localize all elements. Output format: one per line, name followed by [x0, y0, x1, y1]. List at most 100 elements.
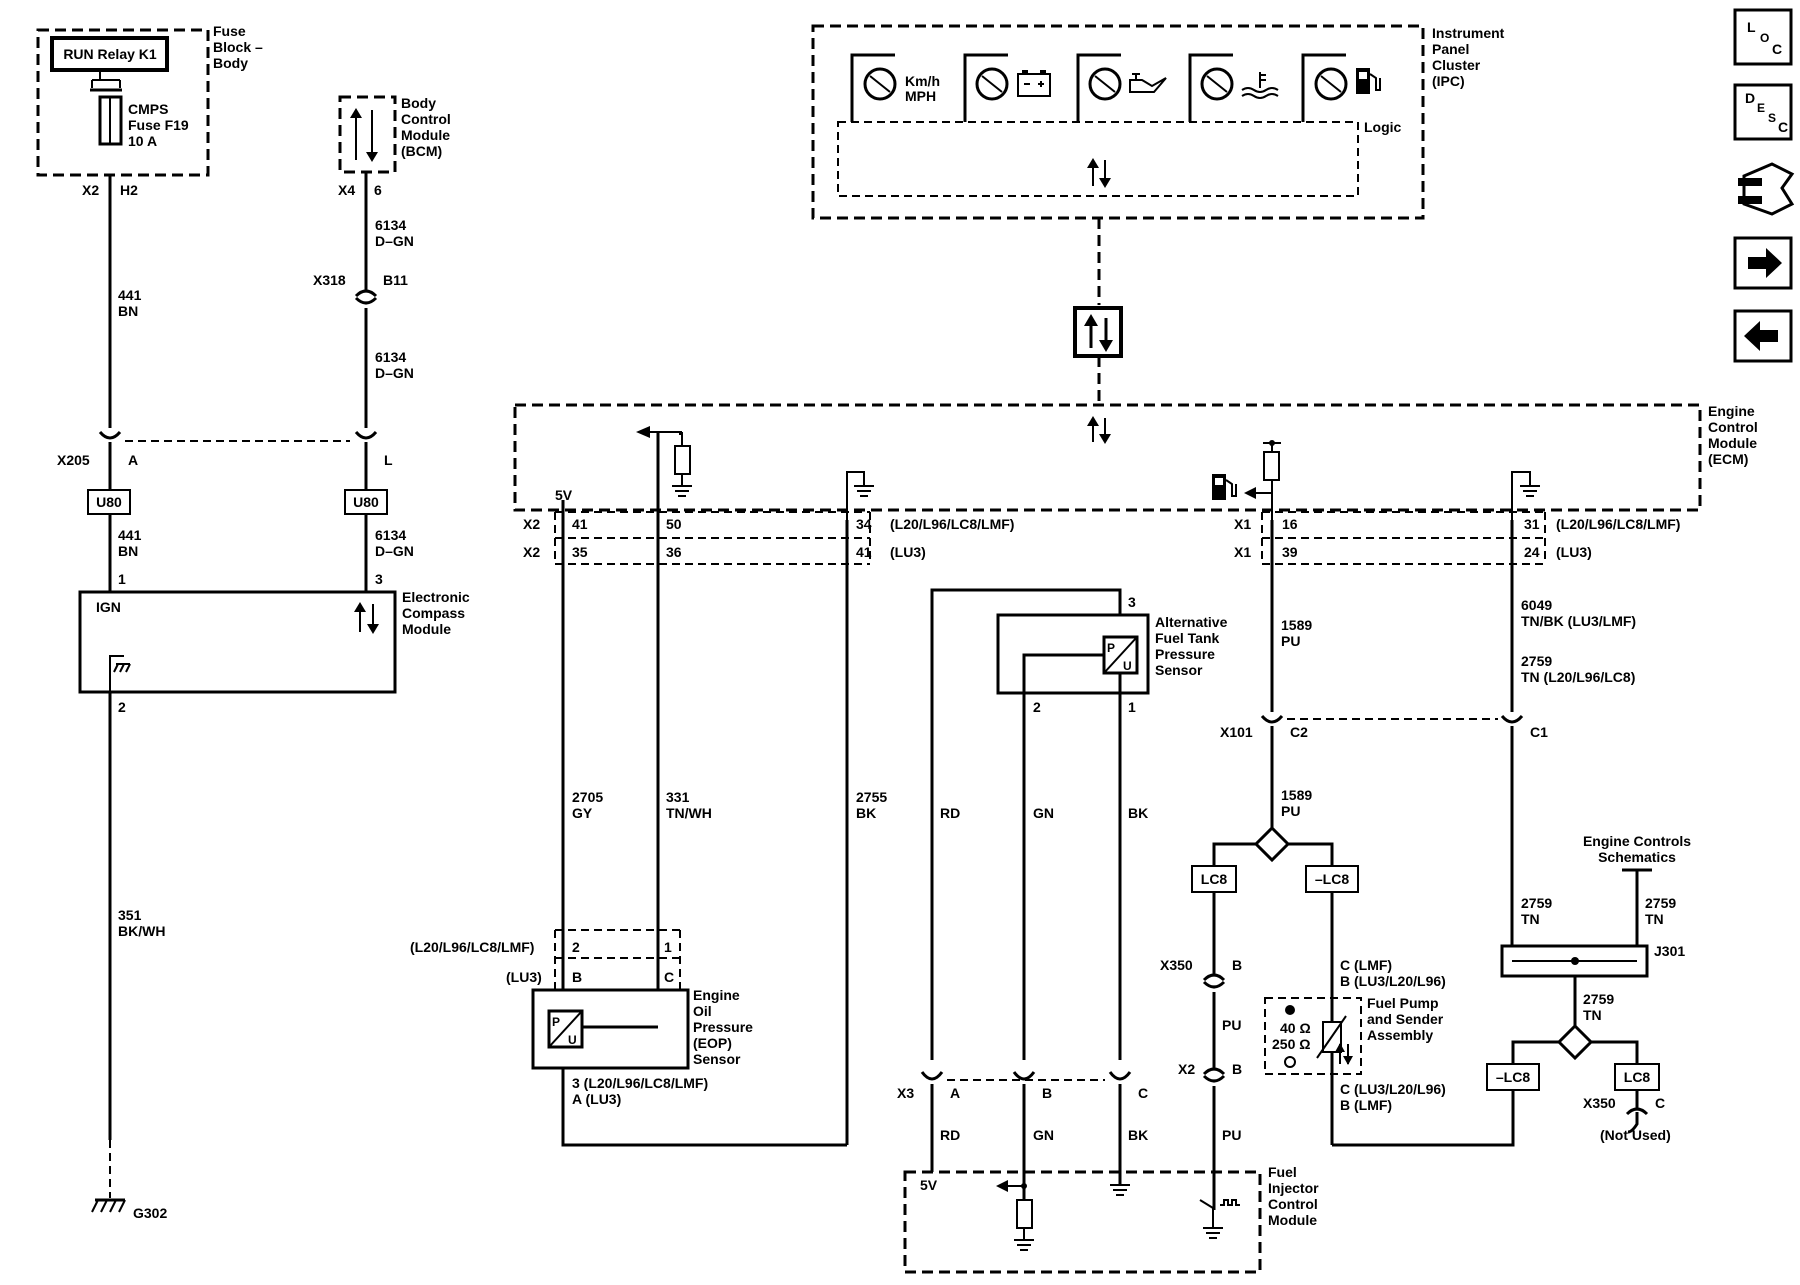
back-arrow-button[interactable]	[1733, 309, 1793, 363]
svg-text:41: 41	[572, 516, 588, 532]
svg-text:3 (L20/L96/LC8/LMF)A (LU3): 3 (L20/L96/LC8/LMF)A (LU3)	[572, 1075, 708, 1107]
svg-text:(LU3): (LU3)	[506, 969, 542, 985]
svg-text:U: U	[1123, 659, 1132, 673]
svg-text:X350: X350	[1583, 1095, 1616, 1111]
svg-text:34: 34	[856, 516, 872, 532]
fuse-pin: H2	[120, 182, 138, 198]
svg-text:U80: U80	[353, 494, 379, 510]
svg-text:2: 2	[572, 939, 580, 955]
next-arrow-button[interactable]	[1733, 236, 1793, 290]
svg-text:GN: GN	[1033, 1127, 1054, 1143]
svg-text:(L20/L96/LC8/LMF): (L20/L96/LC8/LMF)	[1556, 516, 1680, 532]
svg-text:C (LU3/L20/L96)B (LMF): C (LU3/L20/L96)B (LMF)	[1340, 1081, 1446, 1113]
svg-text:U80: U80	[96, 494, 122, 510]
svg-text:C: C	[664, 969, 674, 985]
svg-text:1: 1	[664, 939, 672, 955]
svg-text:X101: X101	[1220, 724, 1253, 740]
svg-text:5V: 5V	[920, 1177, 938, 1193]
svg-text:BK: BK	[1128, 1127, 1148, 1143]
svg-text:IGN: IGN	[96, 599, 121, 615]
svg-text:3: 3	[375, 571, 383, 587]
svg-text:36: 36	[666, 544, 682, 560]
svg-text:X4: X4	[338, 182, 355, 198]
fuel-pump-icon	[1356, 68, 1381, 94]
fuse-conn: X2	[82, 182, 99, 198]
relay-label: RUN Relay K1	[63, 46, 157, 62]
svg-text:D: D	[1745, 90, 1755, 106]
svg-text:RD: RD	[940, 805, 960, 821]
svg-text:(Not Used): (Not Used)	[1600, 1127, 1671, 1143]
location-button[interactable]: L O C	[1733, 8, 1793, 66]
svg-text:(LU3): (LU3)	[1556, 544, 1592, 560]
svg-text:24: 24	[1524, 544, 1540, 560]
svg-text:35: 35	[572, 544, 588, 560]
svg-text:L: L	[1747, 19, 1756, 35]
svg-text:P: P	[552, 1015, 560, 1029]
svg-text:PU: PU	[1222, 1127, 1241, 1143]
svg-text:B: B	[1232, 957, 1242, 973]
svg-text:PU: PU	[1222, 1017, 1241, 1033]
svg-text:J301: J301	[1654, 943, 1685, 959]
svg-text:(L20/L96/LC8/LMF): (L20/L96/LC8/LMF)	[890, 516, 1014, 532]
svg-text:B: B	[1042, 1085, 1052, 1101]
svg-text:50: 50	[666, 516, 682, 532]
u80-tag-right	[344, 489, 388, 515]
svg-text:1: 1	[118, 571, 126, 587]
svg-text:X2: X2	[523, 544, 540, 560]
ground-g302: G302	[133, 1205, 167, 1221]
svg-text:–LC8: –LC8	[1496, 1069, 1530, 1085]
u80-tag-left	[87, 489, 131, 515]
serial-data-link	[1073, 306, 1123, 358]
svg-text:X318: X318	[313, 272, 346, 288]
svg-text:(LU3): (LU3)	[890, 544, 926, 560]
svg-text:U: U	[568, 1033, 577, 1047]
svg-text:3: 3	[1128, 594, 1136, 610]
svg-text:6: 6	[374, 182, 382, 198]
battery-icon	[1017, 70, 1051, 97]
coolant-icon	[1241, 72, 1279, 99]
connector-end-view-icon[interactable]	[1738, 162, 1795, 216]
svg-text:B11: B11	[383, 272, 408, 288]
description-button[interactable]: D E S C	[1733, 83, 1793, 141]
svg-text:41: 41	[856, 544, 872, 560]
svg-text:S: S	[1768, 111, 1776, 125]
svg-text:X3: X3	[897, 1085, 914, 1101]
svg-text:C: C	[1138, 1085, 1148, 1101]
voltmeter-gauge	[963, 53, 1051, 122]
svg-text:E: E	[1757, 101, 1765, 115]
svg-text:2: 2	[118, 699, 126, 715]
oil-can-icon	[1129, 73, 1167, 93]
svg-text:–LC8: –LC8	[1315, 871, 1349, 887]
svg-text:A: A	[950, 1085, 960, 1101]
svg-text:X1: X1	[1234, 516, 1251, 532]
svg-text:31: 31	[1524, 516, 1540, 532]
fuel-gauge	[1301, 53, 1381, 122]
